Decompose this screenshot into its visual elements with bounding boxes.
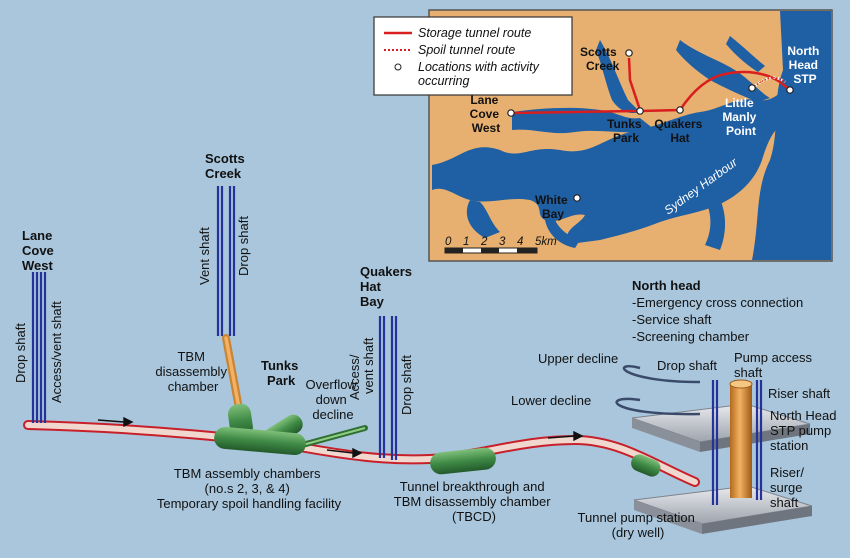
tbm-assembly-label: TBM assembly chambers (no.s 2, 3, & 4) T… [157,466,342,511]
inset-map: Storage tunnel route Spoil tunnel route … [373,9,833,262]
access-vent-shaft-label: Access/vent shaft [49,301,64,403]
tunnel-pump-station-label: Tunnel pump station (dry well) [578,510,699,540]
svg-text:5km: 5km [535,236,557,248]
access-vent-label: Access/ vent shaft [347,337,376,400]
location-marker-icon [507,49,794,202]
scale-bar [444,247,538,254]
map-label-quakers-hat: Quakers Hat [654,117,705,145]
quakers-hat-shafts [378,316,398,460]
map-label-white-bay: White Bay [535,193,571,221]
legend-spoil: Spoil tunnel route [418,43,515,57]
tunnel-breakthrough-label: Tunnel breakthrough and TBM disassembly … [394,479,554,524]
drop-shaft-label: Drop shaft [236,216,251,276]
legend-locations: Locations with activity occurring [418,60,542,88]
flow-arrow-icon [326,447,363,459]
north-head-items: -Emergency cross connection -Service sha… [632,295,807,344]
drop-shaft-label: Drop shaft [13,323,28,383]
legend-storage: Storage tunnel route [418,26,531,40]
storage-route-branch [627,57,642,111]
drop-shaft-nh-label: Drop shaft [657,358,717,373]
svg-text:1: 1 [463,236,469,248]
drop-shaft-label: Drop shaft [399,355,414,415]
riser-surge-label: Riser/ surge shaft [770,465,808,510]
svg-text:0: 0 [445,236,452,248]
north-head-structure [615,365,813,534]
overflow-label: Overflow down decline [306,377,361,422]
map-label-lane-cove: Lane Cove West [470,93,503,135]
svg-text:3: 3 [499,236,506,248]
flow-arrow-icon [97,416,134,428]
svg-text:4: 4 [517,236,523,248]
map-label-little-manly: Little Manly Point [722,96,759,138]
scale-ticks: 0 1 2 3 4 5km [445,236,557,248]
map-label-tunks-park: Tunks Park [607,117,645,145]
site-label-quakers-hat: Quakers Hat Bay [360,264,416,309]
flow-arrow-icon [547,430,584,442]
scotts-creek-shafts [216,186,236,336]
svg-text:2: 2 [480,236,488,248]
map-label-north-head-stp: North Head STP [787,44,822,86]
map-label-scotts-creek: Scotts Creek [580,45,620,73]
site-label-lane-cove: Lane Cove West [22,228,57,273]
lane-cove-shafts [31,272,47,423]
locations-legend-icon [394,63,402,71]
tbm-disassembly-label: TBM disassembly chamber [155,349,230,394]
vent-shaft-label: Vent shaft [197,227,212,285]
storage-route [510,70,791,115]
north-head-title: North head [632,278,701,293]
upper-decline-label: Upper decline [538,351,618,366]
tbcd-chamber [430,447,496,475]
riser-shaft-label: Riser shaft [768,386,831,401]
pump-station-label: North Head STP pump station [770,408,840,453]
tbm-assembly-chambers [214,403,306,456]
pump-access-shaft-label: Pump access shaft [734,350,816,380]
lower-decline-label: Lower decline [511,393,591,408]
site-label-scotts-creek: Scotts Creek [205,151,248,181]
pump-chamber [631,454,661,477]
site-label-tunks-park: Tunks Park [261,358,302,388]
